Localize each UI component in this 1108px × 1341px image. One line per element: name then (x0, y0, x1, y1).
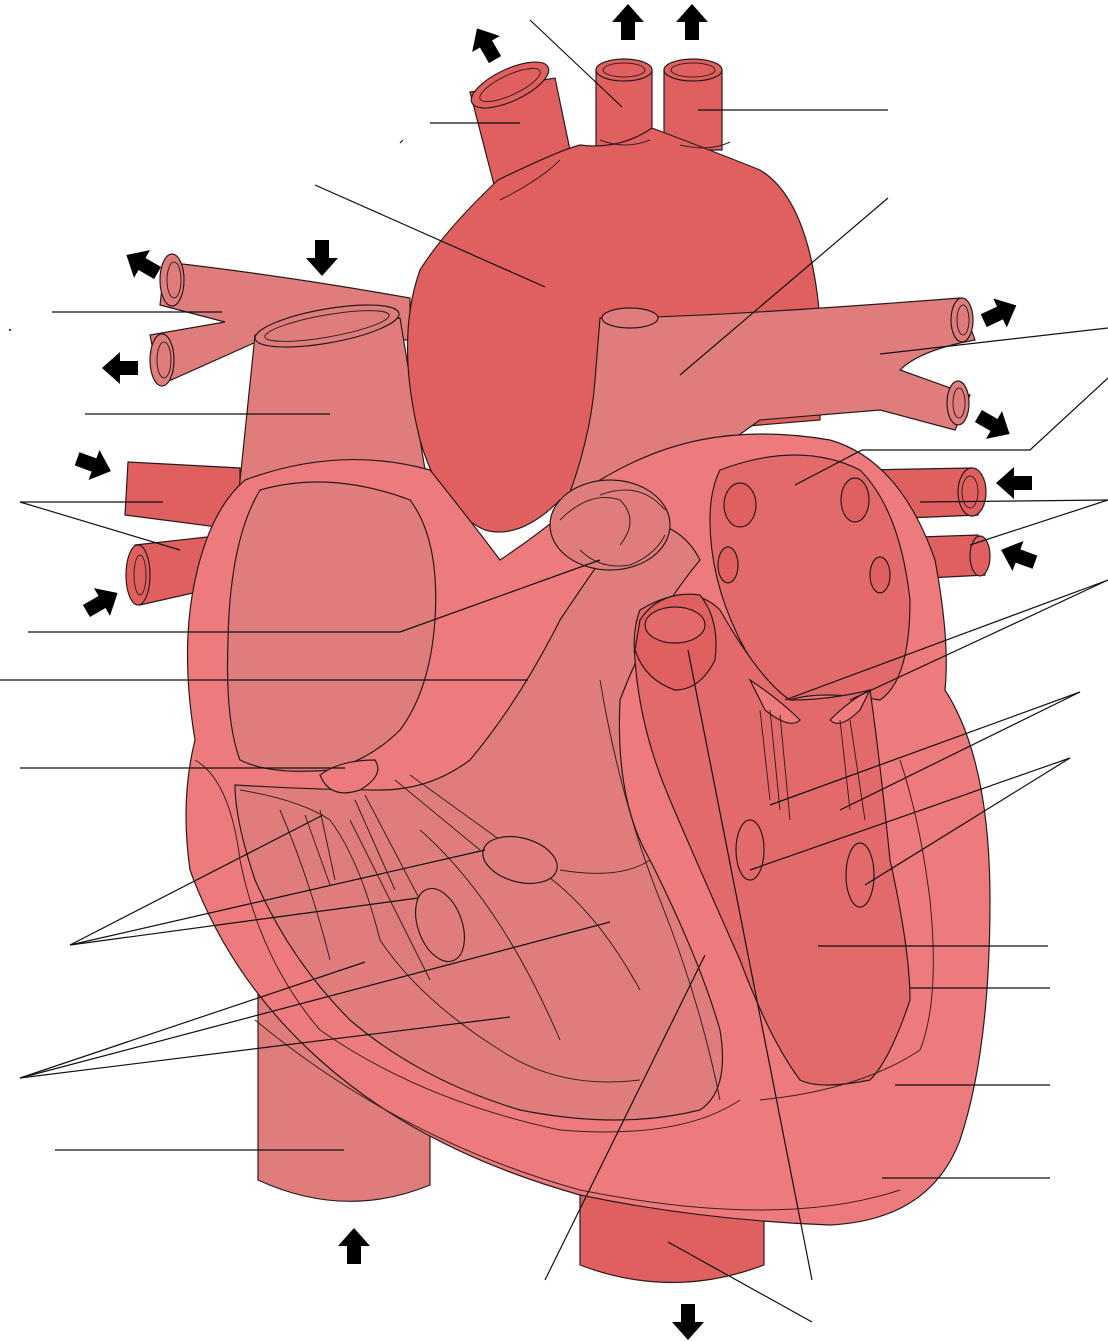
arrow-up-icon (338, 1228, 370, 1264)
arrow-right-icon (974, 409, 1010, 439)
arrow-up-icon (612, 4, 644, 40)
arrow-right-icon (980, 298, 1017, 328)
arrow-up-icon (676, 4, 708, 40)
leader-lines (0, 19, 1108, 1323)
flow-arrows (74, 4, 1038, 1340)
tricuspid-valve (304, 759, 558, 963)
arrow-left-icon (126, 250, 162, 280)
arrow-down-icon (672, 1304, 704, 1340)
arrow-left-icon (996, 467, 1032, 499)
arrow-right-icon (74, 449, 111, 481)
arrow-left-icon (1001, 540, 1038, 572)
mitral-valve (735, 678, 875, 908)
right-atrium (226, 481, 437, 772)
arrow-left-icon (102, 352, 138, 384)
arrow-up-left-icon (472, 28, 502, 64)
pulmonary-valve (549, 479, 671, 571)
arrow-down-icon (306, 240, 338, 276)
arrow-right-icon (82, 588, 118, 618)
